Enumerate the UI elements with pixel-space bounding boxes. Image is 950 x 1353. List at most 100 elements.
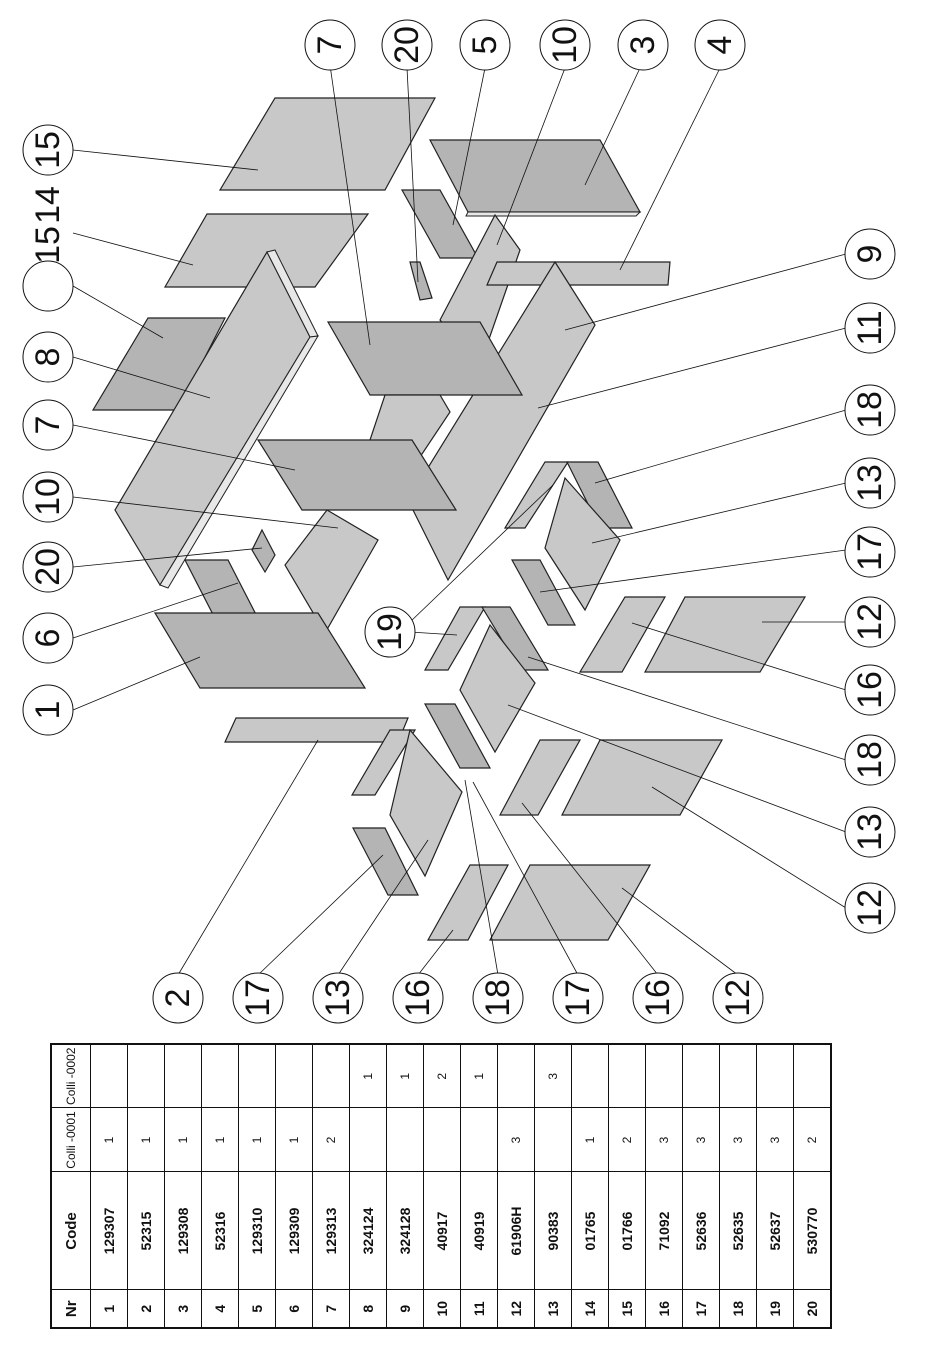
svg-text:12: 12	[851, 889, 889, 927]
cell-nr: 2	[127, 1290, 165, 1328]
cell-code: 129313	[312, 1172, 350, 1290]
cell-nr: 6	[275, 1290, 313, 1328]
part-20-block-top	[409, 261, 433, 301]
callout-2: 2	[152, 972, 204, 1024]
svg-text:18: 18	[851, 741, 889, 779]
svg-text:10: 10	[546, 26, 584, 64]
part-13-panel-b	[459, 623, 536, 754]
callout-15-left-a: 15	[22, 124, 74, 176]
callout-10-left: 10	[22, 471, 74, 523]
part-19-board-b	[423, 606, 487, 671]
svg-text:3: 3	[624, 36, 662, 55]
svg-text:17: 17	[559, 979, 597, 1017]
cell-nr: 20	[793, 1290, 831, 1328]
header-colli-0002: Colli -0002	[51, 1044, 91, 1108]
cell-code: 530770	[793, 1172, 831, 1290]
callout-18-bottom: 18	[472, 972, 524, 1024]
callout-14: 14	[29, 186, 67, 224]
cell-colli-0001: 1	[275, 1108, 313, 1172]
cell-colli-0002: 1	[349, 1044, 387, 1108]
part-17-board-c	[352, 827, 419, 896]
callout-10-top: 10	[539, 19, 591, 71]
cell-colli-0002	[201, 1044, 239, 1108]
svg-text:17: 17	[851, 533, 889, 571]
cell-colli-0001: 3	[682, 1108, 720, 1172]
part-12-panel-c	[489, 864, 652, 941]
svg-text:12: 12	[851, 603, 889, 641]
svg-text:10: 10	[29, 478, 67, 516]
callout-12-bottom: 12	[712, 972, 764, 1024]
svg-text:19: 19	[371, 613, 409, 651]
cell-colli-0002	[645, 1044, 683, 1108]
part-9-panel	[407, 260, 596, 582]
exploded-assembly-diagram: 7 20 5 10 3 4 15 14 15 8 7 10 20 6 1 9 1…	[22, 19, 896, 1024]
callout-15-left-b: 15	[29, 226, 67, 264]
cell-colli-0001	[460, 1108, 498, 1172]
svg-text:12: 12	[719, 979, 757, 1017]
cell-colli-0002: 1	[460, 1044, 498, 1108]
callout-18-right-b: 18	[844, 734, 896, 786]
cell-colli-0002	[127, 1044, 165, 1108]
part-3-side-panel	[429, 139, 642, 213]
cell-colli-0002: 2	[423, 1044, 461, 1108]
cell-colli-0001: 2	[312, 1108, 350, 1172]
callout-17-bottom-b: 17	[552, 972, 604, 1024]
callout-17-bottom-a: 17	[232, 972, 284, 1024]
parts-group	[91, 97, 807, 941]
callout-13-right-a: 13	[844, 457, 896, 509]
part-12-panel-b	[561, 739, 724, 816]
cell-nr: 8	[349, 1290, 387, 1328]
part-16-board-c	[426, 864, 509, 941]
cell-nr: 19	[756, 1290, 794, 1328]
callout-20-left: 20	[22, 541, 74, 593]
callout-11: 11	[844, 302, 896, 354]
svg-text:15: 15	[29, 131, 67, 169]
cell-code: 90383	[534, 1172, 572, 1290]
callout-7-top: 7	[304, 19, 356, 71]
svg-text:6: 6	[29, 629, 67, 648]
svg-text:15: 15	[29, 226, 67, 264]
cell-nr: 5	[238, 1290, 276, 1328]
part-13-panel-a	[544, 476, 621, 612]
callout-8: 8	[22, 331, 74, 383]
cell-code: 52316	[201, 1172, 239, 1290]
callout-9: 9	[844, 228, 896, 280]
cell-colli-0001	[534, 1108, 572, 1172]
svg-text:4: 4	[701, 36, 739, 55]
part-13-panel-c	[389, 728, 463, 878]
cell-code: 71092	[645, 1172, 683, 1290]
svg-text:11: 11	[851, 310, 889, 345]
svg-text:18: 18	[851, 391, 889, 429]
cell-colli-0002	[608, 1044, 646, 1108]
cell-colli-0001	[349, 1108, 387, 1172]
cell-nr: 3	[164, 1290, 202, 1328]
cell-colli-0002	[238, 1044, 276, 1108]
cell-code: 129309	[275, 1172, 313, 1290]
callout-3: 3	[617, 19, 669, 71]
cell-code: 40919	[460, 1172, 498, 1290]
cell-colli-0002	[90, 1044, 128, 1108]
cell-colli-0001: 2	[793, 1108, 831, 1172]
svg-text:2: 2	[159, 989, 197, 1008]
svg-text:20: 20	[388, 26, 426, 64]
svg-text:13: 13	[319, 979, 357, 1017]
cell-colli-0002	[312, 1044, 350, 1108]
callouts: 7 20 5 10 3 4 15 14 15 8 7 10 20 6 1 9 1…	[22, 19, 896, 1024]
cell-colli-0001: 3	[497, 1108, 535, 1172]
svg-text:16: 16	[639, 979, 677, 1017]
callout-19: 19	[364, 606, 416, 658]
cell-code: 40917	[423, 1172, 461, 1290]
callout-16-bottom-b: 16	[632, 972, 684, 1024]
callout-4: 4	[694, 19, 746, 71]
part-16-board-b	[499, 739, 582, 816]
